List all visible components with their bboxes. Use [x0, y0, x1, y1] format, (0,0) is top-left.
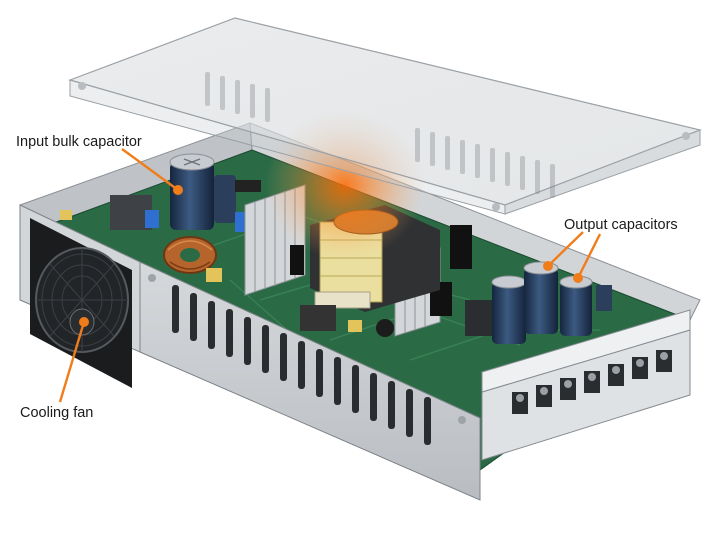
label-input-capacitor: Input bulk capacitor	[16, 134, 142, 150]
dot-output-capacitor-2	[573, 273, 583, 283]
small-components-left	[60, 180, 261, 232]
yellow-capacitor	[206, 268, 222, 282]
leader-output-capacitor-2	[576, 233, 602, 279]
front-panel	[139, 261, 481, 501]
leader-fan	[58, 321, 86, 403]
label-output-capacitors: Output capacitors	[564, 217, 678, 233]
dot-output-capacitor-1	[543, 261, 553, 271]
leader-input-capacitor	[121, 148, 179, 191]
leader-output-capacitor-1	[547, 231, 584, 267]
fan-icon	[35, 247, 129, 353]
callout-leaders	[58, 148, 602, 403]
terminal-block-icon	[481, 309, 691, 461]
mosfet	[290, 245, 304, 275]
output-capacitors-icon	[491, 261, 612, 344]
transparent-lid	[68, 17, 703, 215]
small-components-mid	[300, 225, 495, 337]
dot-input-capacitor	[173, 185, 183, 195]
label-cooling-fan: Cooling fan	[20, 405, 93, 421]
input-capacitor-icon	[169, 153, 236, 230]
dot-fan	[79, 317, 89, 327]
toroid-icon	[163, 236, 217, 274]
callout-dots	[79, 185, 583, 327]
